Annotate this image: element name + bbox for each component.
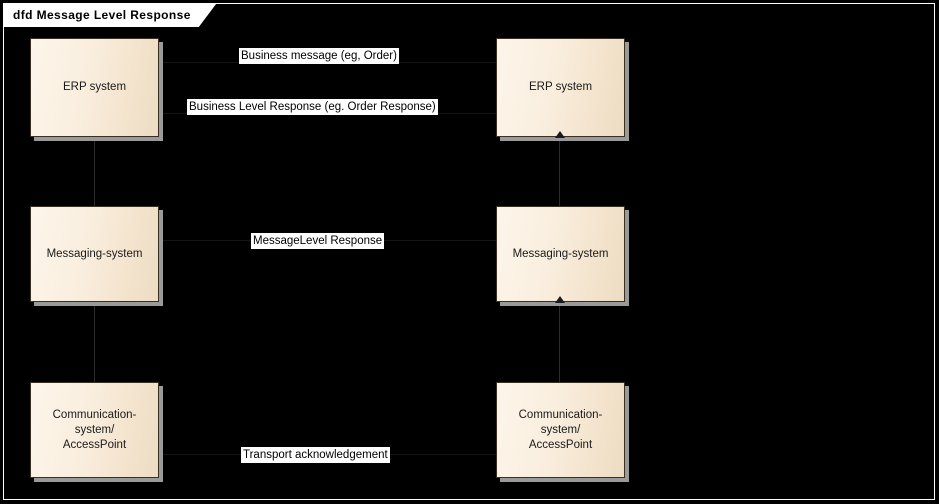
node-erp-right[interactable]: ERP system: [496, 38, 625, 137]
node-communication-right[interactable]: Communication- system/ AccessPoint: [496, 382, 625, 478]
node-messaging-right[interactable]: Messaging-system: [496, 206, 625, 302]
message-label-business-message: Business message (eg, Order): [239, 48, 399, 64]
lifeline-left-top: [94, 140, 95, 206]
arrowhead-icon-messaging-right: [555, 296, 565, 303]
node-label-erp-left: ERP system: [62, 81, 127, 93]
node-erp-left[interactable]: ERP system: [30, 38, 159, 137]
message-label-message-level-response: MessageLevel Response: [251, 233, 385, 249]
node-label-messaging-left: Messaging-system: [46, 247, 143, 260]
lifeline-right-mid: [559, 306, 560, 382]
lifeline-left-mid: [94, 306, 95, 382]
lifeline-right-top: [559, 140, 560, 206]
node-messaging-left[interactable]: Messaging-system: [30, 206, 159, 302]
arrowhead-icon-erp-right: [555, 131, 565, 138]
diagram-frame: [3, 3, 935, 500]
node-label-erp-right: ERP system: [528, 81, 593, 93]
node-label-messaging-right: Messaging-system: [512, 247, 609, 260]
frame-title-tab: dfd Message Level Response: [3, 3, 217, 27]
message-label-business-level-response: Business Level Response (eg. Order Respo…: [187, 99, 438, 115]
node-communication-left[interactable]: Communication- system/ AccessPoint: [30, 382, 159, 478]
message-label-transport-acknowledgement: Transport acknowledgement: [241, 447, 390, 463]
node-label-communication-left: Communication- system/ AccessPoint: [52, 408, 137, 451]
node-label-communication-right: Communication- system/ AccessPoint: [518, 408, 603, 451]
